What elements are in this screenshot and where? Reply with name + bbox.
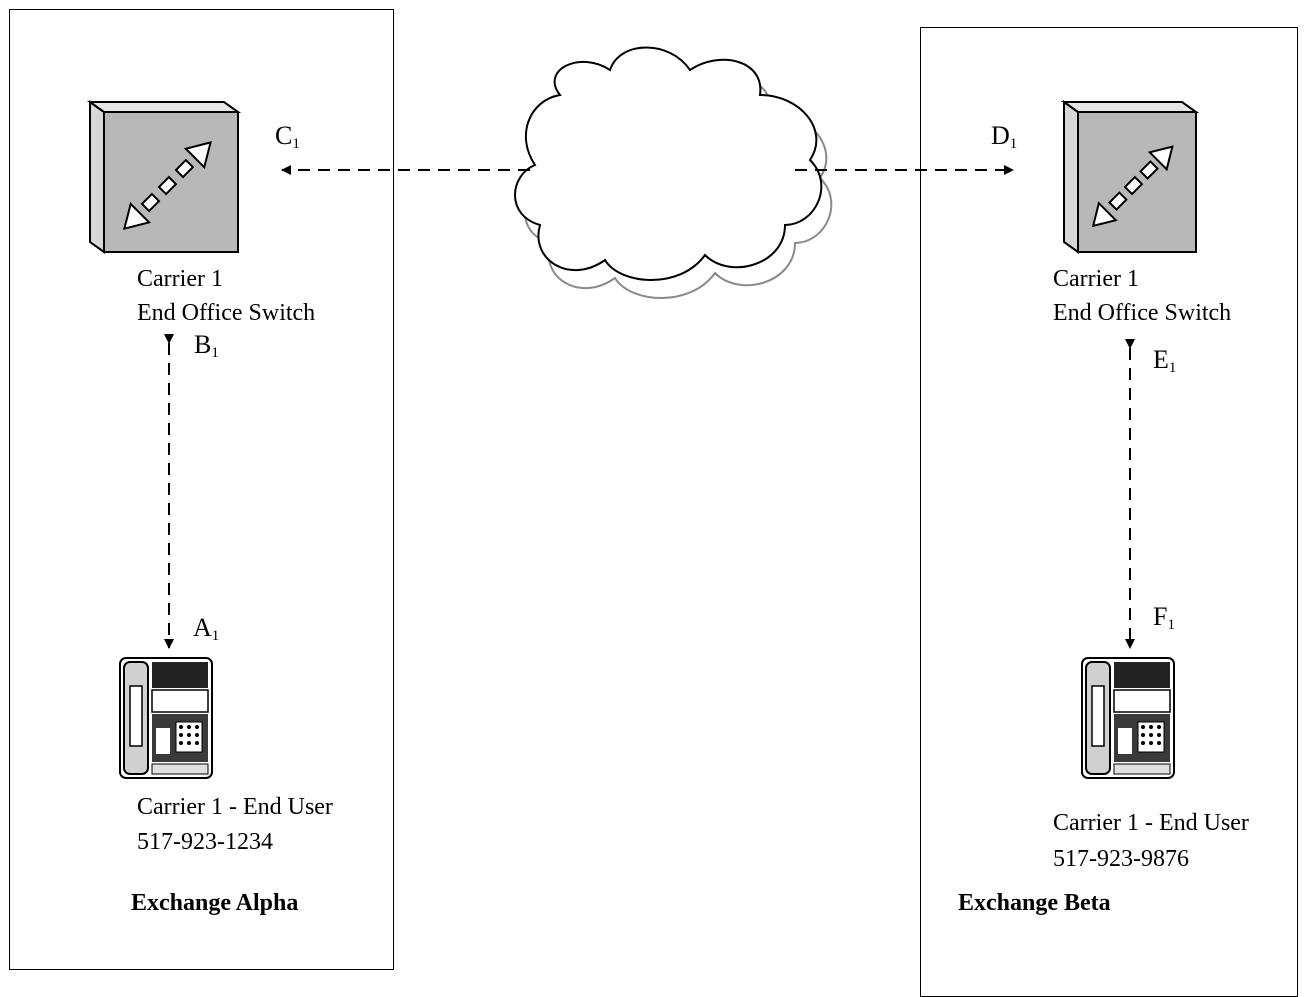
telephone-icon xyxy=(1080,656,1176,785)
switch-icon xyxy=(1060,98,1200,259)
point-letter: D xyxy=(991,121,1010,150)
point-subscript: 1 xyxy=(211,345,219,361)
point-label-d1: D1 xyxy=(991,121,1017,159)
point-label-a1: A1 xyxy=(193,613,219,651)
point-letter: F xyxy=(1153,602,1168,631)
end-user-label-alpha: Carrier 1 - End User xyxy=(137,794,333,820)
end-user-label-beta: Carrier 1 - End User xyxy=(1053,810,1249,836)
point-label-f1: F1 xyxy=(1153,602,1175,640)
point-subscript: 1 xyxy=(1167,617,1175,633)
point-label-c1: C1 xyxy=(275,121,300,159)
phone-number-beta: 517-923-9876 xyxy=(1053,846,1189,872)
point-letter: A xyxy=(193,613,212,642)
phone-number-alpha: 517-923-1234 xyxy=(137,829,273,855)
exchange-beta-name: Exchange Beta xyxy=(958,890,1111,916)
switch-label-alpha-line2: End Office Switch xyxy=(137,300,316,326)
switch-icon xyxy=(86,98,242,259)
network-cloud-icon xyxy=(514,46,833,299)
point-letter: C xyxy=(275,121,293,150)
point-letter: E xyxy=(1153,345,1169,374)
point-subscript: 1 xyxy=(211,628,220,644)
point-subscript: 1 xyxy=(1009,136,1018,152)
switch-label-beta-line2: End Office Switch xyxy=(1053,300,1232,326)
point-subscript: 1 xyxy=(292,136,300,152)
switch-label-beta-line1: Carrier 1 xyxy=(1053,266,1139,292)
switch-label-alpha-line1: Carrier 1 xyxy=(137,266,223,292)
telephone-icon xyxy=(118,656,214,785)
point-subscript: 1 xyxy=(1168,360,1177,376)
point-letter: B xyxy=(194,330,212,359)
exchange-alpha-name: Exchange Alpha xyxy=(131,890,299,916)
point-label-b1: B1 xyxy=(194,330,219,368)
point-label-e1: E1 xyxy=(1153,345,1176,383)
